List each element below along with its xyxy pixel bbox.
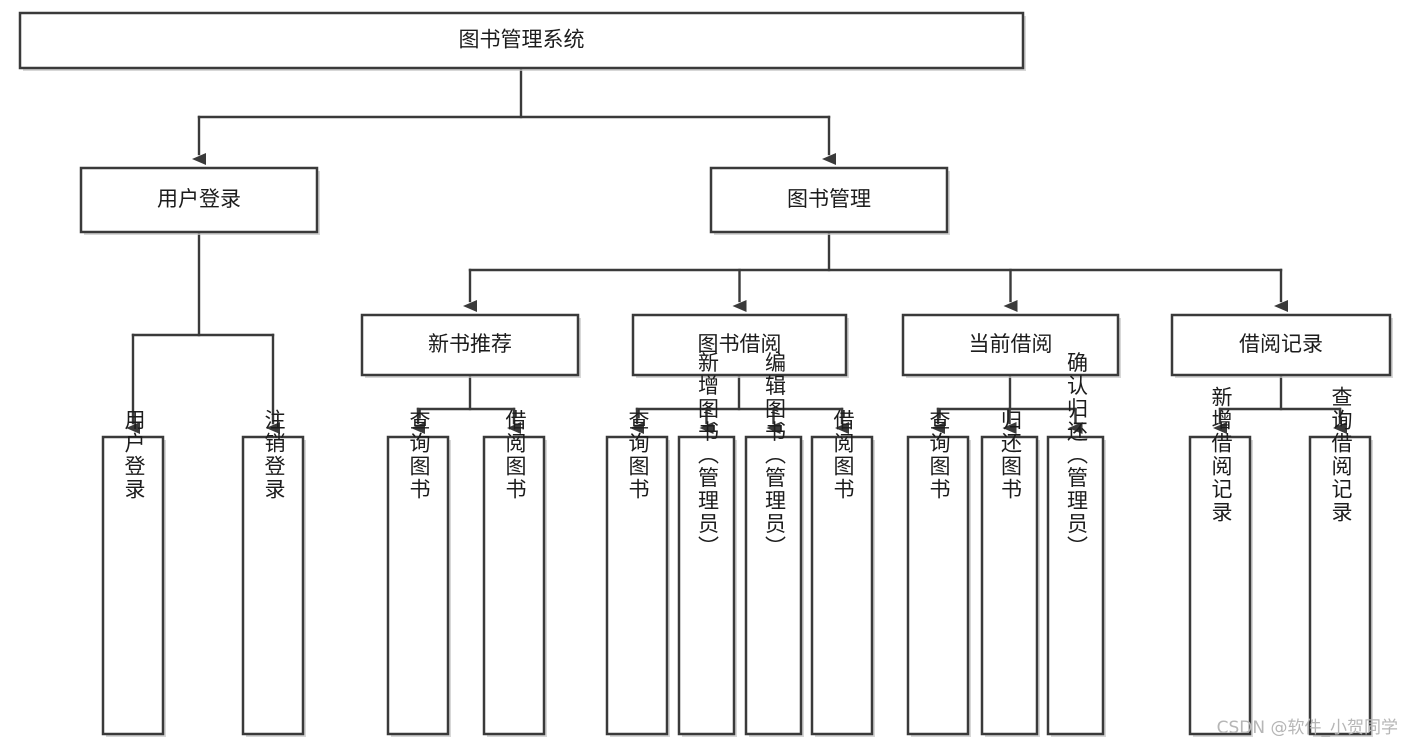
node-label: 新增图书（管理员） <box>696 352 720 559</box>
node-label: 图书管理 <box>787 187 871 211</box>
node-leaf-user-logout: 注销登录 <box>241 409 306 737</box>
node-box <box>906 435 970 736</box>
node-box <box>677 435 736 736</box>
node-box <box>482 435 546 736</box>
node-box <box>79 166 319 234</box>
node-box <box>980 435 1039 736</box>
node-leaf-cur-query: 查询图书 <box>906 409 971 737</box>
node-leaf-user-login: 用户登录 <box>101 409 166 737</box>
node-leaf-borrow-edit: 编辑图书（管理员） <box>744 352 804 737</box>
csdn-watermark: CSDN @软件_小贺同学 <box>1217 718 1398 738</box>
node-root: 图书管理系统 <box>18 11 1026 71</box>
node-label: 查询图书 <box>927 409 951 501</box>
node-leaf-cur-return: 归还图书 <box>980 409 1040 737</box>
node-label: 新书推荐 <box>428 332 512 356</box>
node-book-manage: 图书管理 <box>709 166 950 235</box>
node-leaf-cur-confirm: 确认归还（管理员） <box>1046 352 1106 737</box>
node-box <box>1188 435 1252 736</box>
connector-layer <box>126 66 1347 434</box>
node-box <box>1170 313 1392 377</box>
node-leaf-rec-borrow: 借阅图书 <box>482 409 547 737</box>
node-leaf-borrow-lend: 借阅图书 <box>810 409 875 737</box>
node-box <box>386 435 450 736</box>
node-label: 编辑图书（管理员） <box>763 352 787 559</box>
node-box <box>1308 435 1372 736</box>
node-box <box>101 435 165 736</box>
node-label: 确认归还（管理员） <box>1065 352 1089 559</box>
node-label: 图书借阅 <box>698 332 782 356</box>
connector-group-new-book-rec <box>411 373 521 434</box>
node-label: 当前借阅 <box>969 332 1053 356</box>
node-book-borrow: 图书借阅 <box>631 313 849 378</box>
node-layer: 图书管理系统用户登录图书管理新书推荐图书借阅当前借阅借阅记录用户登录注销登录查询… <box>18 11 1393 737</box>
node-label: 借阅记录 <box>1239 332 1323 356</box>
node-box <box>241 435 305 736</box>
node-label: 用户登录 <box>122 409 146 501</box>
node-leaf-borrow-query: 查询图书 <box>605 409 670 737</box>
node-box <box>18 11 1025 70</box>
node-box <box>1046 435 1105 736</box>
connector-group-root <box>192 66 836 165</box>
node-label: 借阅图书 <box>831 409 855 501</box>
node-box <box>709 166 949 234</box>
node-label: 查询图书 <box>407 409 431 501</box>
node-leaf-rec-find: 查询借阅记录 <box>1308 386 1373 737</box>
node-new-book-rec: 新书推荐 <box>360 313 581 378</box>
node-leaf-borrow-add: 新增图书（管理员） <box>677 352 737 737</box>
connector-group-current-borrow <box>931 373 1083 434</box>
node-label: 查询借阅记录 <box>1329 386 1353 524</box>
node-label: 注销登录 <box>262 409 286 501</box>
node-box <box>631 313 848 377</box>
node-box <box>360 313 580 377</box>
node-label: 图书管理系统 <box>459 28 585 52</box>
node-box <box>810 435 874 736</box>
node-label: 用户登录 <box>157 187 241 211</box>
node-leaf-rec-query: 查询图书 <box>386 409 451 737</box>
node-label: 借阅图书 <box>503 409 527 501</box>
node-box <box>605 435 669 736</box>
node-box <box>901 313 1120 377</box>
node-box <box>744 435 803 736</box>
connector-group-borrow-record <box>1213 373 1347 434</box>
node-label: 归还图书 <box>999 409 1023 501</box>
node-label: 查询图书 <box>626 409 650 501</box>
connector-group-user-login <box>126 230 280 434</box>
node-borrow-record: 借阅记录 <box>1170 313 1393 378</box>
connector-group-book-manage <box>463 230 1288 312</box>
node-leaf-rec-add: 新增借阅记录 <box>1188 386 1253 737</box>
node-current-borrow: 当前借阅 <box>901 313 1121 378</box>
connector-group-book-borrow <box>630 373 849 434</box>
node-label: 新增借阅记录 <box>1209 386 1233 524</box>
node-user-login: 用户登录 <box>79 166 320 235</box>
